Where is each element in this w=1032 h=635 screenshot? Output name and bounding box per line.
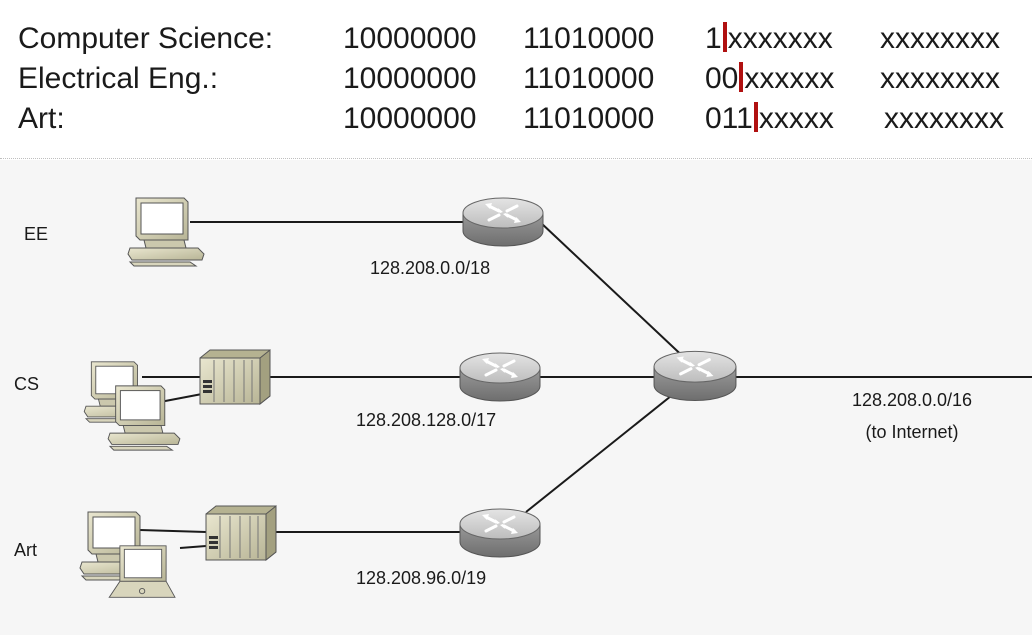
subnet-label-cs: 128.208.128.0/17	[356, 410, 497, 430]
row-label: Art:	[18, 102, 65, 135]
network-topology-svg	[79, 197, 1032, 598]
prefix-boundary-marker	[753, 102, 758, 132]
octet-4: xxxxxxxx	[880, 62, 1000, 95]
uplink-address-label: 128.208.0.0/16	[851, 390, 973, 410]
uplink-note-label: (to Internet)	[865, 422, 959, 442]
octet-4: xxxxxxxx	[880, 22, 1000, 55]
cs-server-rack-icon	[199, 349, 271, 405]
cs-router-icon	[458, 352, 542, 403]
host-bits: xxxxx	[758, 102, 834, 135]
dept-label-art: Art	[14, 540, 38, 560]
link-ee-router-core	[539, 221, 691, 364]
art-server-rack-icon	[205, 505, 277, 561]
host-bits: xxxxxxx	[727, 22, 833, 55]
octet-2: 11010000	[523, 102, 655, 135]
subnet-label-ee: 128.208.0.0/18	[370, 258, 491, 278]
network-diagram: EE CS Art 128.208.0.0/18 128.208.128.0/1…	[0, 160, 1032, 635]
ee-router-icon	[461, 197, 545, 248]
network-bits: 011	[705, 102, 753, 135]
link-art-pc-switch	[139, 529, 207, 533]
art-router-icon	[458, 508, 542, 559]
network-links	[139, 221, 1032, 549]
network-bits: 00	[705, 62, 739, 95]
row-label: Electrical Eng.:	[18, 62, 219, 95]
ee-desktop-icon	[127, 197, 205, 267]
link-art-router-core	[525, 391, 677, 513]
link-art-laptop-switch	[179, 545, 207, 549]
prefix-boundary-marker	[722, 22, 727, 52]
octet-4: xxxxxxxx	[884, 102, 1004, 135]
octet-1: 10000000	[343, 62, 477, 95]
cs-desktop-icon	[107, 385, 181, 451]
network-bits: 1	[705, 22, 722, 55]
host-bits: xxxxxx	[744, 62, 835, 95]
core-router-icon	[652, 350, 738, 403]
octet-1: 10000000	[343, 102, 477, 135]
dept-label-cs: CS	[14, 374, 40, 394]
dept-label-ee: EE	[24, 224, 49, 244]
octet-2: 11010000	[523, 62, 655, 95]
link-cs-pc2-switch	[159, 393, 203, 403]
row-label: Computer Science:	[18, 22, 274, 55]
subnet-label-art: 128.208.96.0/19	[356, 568, 487, 588]
octet-1: 10000000	[343, 22, 477, 55]
octet-2: 11010000	[523, 22, 655, 55]
prefix-boundary-marker	[739, 62, 744, 92]
